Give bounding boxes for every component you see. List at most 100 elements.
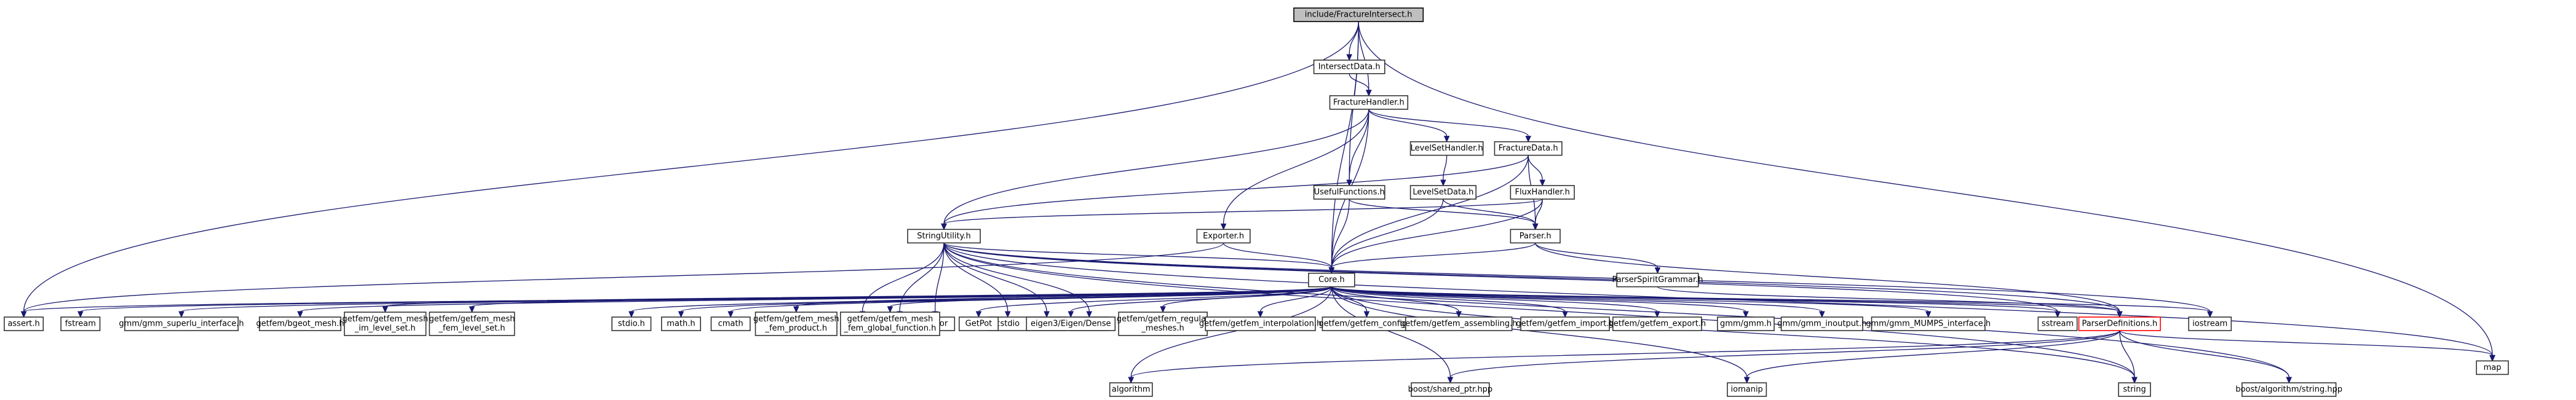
node-box — [2241, 382, 2337, 397]
node-gmm_superlu[interactable]: gmm/gmm_superlu_interface.h — [119, 316, 244, 331]
node-box — [1196, 229, 1251, 244]
edge-core-to-export — [1331, 286, 1660, 318]
node-box — [60, 316, 101, 331]
node-usefulfunctions[interactable]: UsefulFunctions.h — [1313, 185, 1385, 200]
node-iomanip[interactable]: iomanip — [1727, 382, 1767, 397]
node-import[interactable]: getfem/getfem_import.h — [1516, 316, 1614, 331]
node-label: _fem_global_function.h — [843, 324, 936, 333]
node-box — [958, 316, 999, 331]
node-label: _meshes.h — [1141, 324, 1184, 333]
node-label: ParserDefinitions.h — [2082, 320, 2157, 329]
node-fracturedata[interactable]: FractureData.h — [1494, 141, 1563, 156]
node-algorithm[interactable]: algorithm — [1109, 382, 1153, 397]
node-boost_string[interactable]: boost/algorithm/string.hpp — [2235, 382, 2342, 397]
node-exporter[interactable]: Exporter.h — [1196, 229, 1251, 244]
node-levelsetdata[interactable]: LevelSetData.h — [1409, 185, 1476, 200]
node-label: GetPot — [965, 320, 993, 329]
node-getpot[interactable]: GetPot — [958, 316, 999, 331]
node-gmm_inoutput[interactable]: gmm/gmm_inoutput.h — [1777, 316, 1866, 331]
node-box — [1308, 272, 1355, 288]
node-parserspirit[interactable]: ParserSpiritGrammar.h — [1612, 272, 1703, 288]
edge-levelsethandler-to-levelsetdata — [1440, 155, 1448, 187]
node-regular_meshes[interactable]: getfem/getfem_regular_meshes.h — [1117, 312, 1210, 336]
node-box — [1409, 141, 1484, 156]
node-label: _fem_level_set.h — [438, 324, 505, 333]
edge-fracturehandler-to-levelsethandler — [1368, 109, 1450, 143]
edge-parserdefs-to-shared_ptr — [1447, 330, 2120, 384]
node-box — [660, 316, 701, 331]
node-bgeot_mesh[interactable]: getfem/bgeot_mesh.h — [256, 316, 344, 331]
node-math[interactable]: math.h — [660, 316, 701, 331]
node-label: ParserSpiritGrammar.h — [1612, 275, 1703, 284]
node-box — [1510, 229, 1561, 244]
node-root[interactable]: include/FractureIntersect.h — [1293, 7, 1424, 22]
node-mesh_fem_level_set[interactable]: getfem/getfem_mesh_fem_level_set.h — [429, 312, 515, 336]
node-shared_ptr[interactable]: boost/shared_ptr.hpp — [1408, 382, 1493, 397]
node-label: UsefulFunctions.h — [1314, 188, 1385, 197]
node-fluxhandler[interactable]: FluxHandler.h — [1510, 185, 1575, 200]
edge-stringutility-to-cstring — [943, 243, 1093, 318]
node-iostream[interactable]: iostream — [2188, 316, 2232, 331]
edge-core-to-iostream — [1331, 286, 2213, 318]
node-parserdefs[interactable]: ParserDefinitions.h — [2078, 316, 2161, 331]
node-label: string — [2123, 385, 2146, 394]
node-box — [429, 312, 515, 336]
edge-stringutility-to-iosfwd — [859, 243, 945, 318]
node-box — [1109, 382, 1153, 397]
node-export[interactable]: getfem/getfem_export.h — [1609, 316, 1706, 331]
node-label: getfem/getfem_mesh — [847, 315, 933, 324]
edge-fracturehandler-to-fracturedata — [1368, 109, 1531, 143]
node-eigen_dense[interactable]: eigen3/Eigen/Dense — [1026, 316, 1116, 331]
node-label: getfem/getfem_mesh — [429, 315, 515, 324]
node-string[interactable]: string — [2118, 382, 2151, 397]
node-label: StringUtility.h — [917, 232, 971, 241]
node-interpolation[interactable]: getfem/getfem_interpolation.h — [1199, 316, 1322, 331]
node-sstream[interactable]: sstream — [2037, 316, 2078, 331]
node-label: getfem/bgeot_mesh.h — [256, 320, 344, 329]
node-box — [2037, 316, 2078, 331]
node-box — [4, 316, 44, 331]
node-map[interactable]: map — [2476, 360, 2509, 375]
node-parser[interactable]: Parser.h — [1510, 229, 1561, 244]
node-label: include/FractureIntersect.h — [1305, 10, 1413, 20]
edge-fracturehandler-to-stringutility — [941, 109, 1369, 230]
node-label: gmm/gmm_MUMPS_interface.h — [1866, 320, 1991, 329]
node-assembling[interactable]: getfem/getfem_assembling.h — [1400, 316, 1518, 331]
node-box — [1293, 7, 1424, 22]
edge-core-to-mesh_fem_level_set — [469, 286, 1333, 313]
node-box — [839, 312, 940, 336]
node-box — [1409, 185, 1476, 200]
edge-core-to-mesh_fem_global_function — [887, 286, 1333, 313]
node-gmm_mumps[interactable]: gmm/gmm_MUMPS_interface.h — [1866, 316, 1991, 331]
node-box — [1118, 312, 1208, 336]
node-fracturehandler[interactable]: FractureHandler.h — [1329, 95, 1409, 110]
node-mesh_fem_product[interactable]: getfem/getfem_mesh_fem_product.h — [753, 312, 839, 336]
node-label: gmm/gmm.h — [1720, 320, 1772, 329]
node-stdio[interactable]: stdio.h — [611, 316, 652, 331]
node-gmm[interactable]: gmm/gmm.h — [1717, 316, 1775, 331]
node-box — [1612, 316, 1702, 331]
edge-parserdefs-to-map — [2119, 330, 2495, 362]
node-label: getfem/getfem_assembling.h — [1400, 320, 1518, 329]
node-levelsethandler[interactable]: LevelSetHandler.h — [1409, 141, 1484, 156]
node-label: stdio.h — [618, 320, 645, 329]
dependency-edges — [20, 22, 2495, 384]
edge-parserdefs-to-iomanip — [1743, 330, 2120, 384]
edge-core-to-gmm_inoutput — [1331, 286, 1825, 318]
edge-parser-to-parserspirit — [1535, 243, 1661, 274]
edge-fracturehandler-to-exporter — [1220, 109, 1369, 230]
node-mesh_fem_global_function[interactable]: getfem/getfem_mesh_fem_global_function.h — [839, 312, 940, 336]
node-fstream[interactable]: fstream — [60, 316, 101, 331]
node-config[interactable]: getfem/getfem_config.h — [1318, 316, 1415, 331]
node-core[interactable]: Core.h — [1308, 272, 1355, 288]
node-stringutility[interactable]: StringUtility.h — [907, 229, 981, 244]
node-label: getfem/getfem_regular — [1117, 315, 1210, 324]
node-label: iostream — [2192, 320, 2227, 329]
edge-parserdefs-to-boost_string — [2119, 330, 2293, 384]
node-mesh_im_level_set[interactable]: getfem/getfem_mesh_im_level_set.h — [342, 312, 428, 336]
node-asserth[interactable]: assert.h — [4, 316, 44, 331]
node-label: Exporter.h — [1203, 232, 1244, 241]
node-intersectdata[interactable]: IntersectData.h — [1313, 59, 1385, 74]
node-cmath[interactable]: cmath — [710, 316, 751, 331]
